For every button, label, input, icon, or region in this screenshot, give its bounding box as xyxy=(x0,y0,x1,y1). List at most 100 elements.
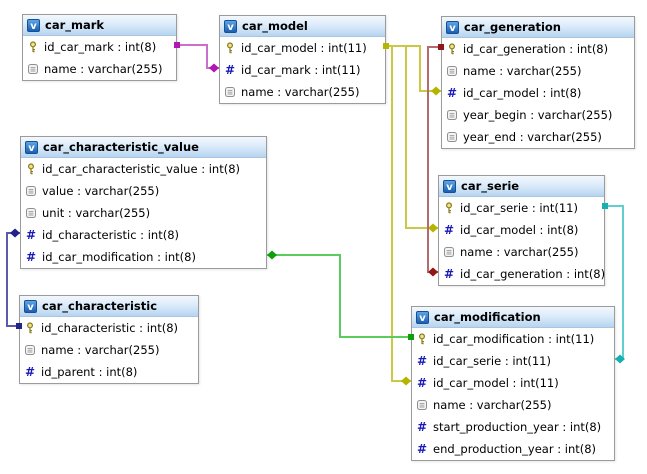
column-icon xyxy=(224,86,236,98)
field-label: end_production_year : int(8) xyxy=(433,442,597,456)
column-icon xyxy=(443,246,455,258)
field-label: name : varchar(255) xyxy=(44,62,163,76)
field-label: name : varchar(255) xyxy=(463,64,582,78)
table-toggle-icon[interactable]: v xyxy=(416,310,429,324)
relation-arrow-diamond xyxy=(10,228,20,238)
field-row[interactable]: # id_parent : int(8) xyxy=(20,361,198,383)
table-title: car_mark xyxy=(45,18,105,32)
primary-key-icon xyxy=(224,42,236,54)
index-field-icon: # xyxy=(446,86,458,100)
table-header[interactable]: v car_mark xyxy=(23,15,176,36)
column-icon xyxy=(446,65,458,77)
field-label: year_begin : varchar(255) xyxy=(463,108,613,122)
field-row[interactable]: id_car_mark : int(8) xyxy=(23,36,176,58)
field-row[interactable]: #id_car_model : int(8) xyxy=(439,219,604,241)
relation-arrow-diamond xyxy=(209,63,219,73)
field-row[interactable]: #id_car_generation : int(8) xyxy=(439,263,606,285)
table-toggle-icon[interactable]: v xyxy=(25,140,38,154)
field-label: id_car_characteristic_value : int(8) xyxy=(42,162,241,176)
index-field-icon: # xyxy=(416,354,428,368)
column-icon xyxy=(25,185,37,197)
field-label: id_car_mark : int(8) xyxy=(44,40,157,54)
field-row[interactable]: id_characteristic : int(8) xyxy=(20,317,198,339)
table-car_mark[interactable]: v car_mark id_car_mark : int(8) name : varc… xyxy=(22,14,177,81)
field-row[interactable]: id_car_serie : int(11) xyxy=(439,197,604,219)
column-icon xyxy=(24,344,36,356)
relation-arrow-diamond xyxy=(428,267,438,277)
field-label: id_car_mark : int(11) xyxy=(241,63,361,77)
table-title: car_modification xyxy=(434,310,541,324)
field-row[interactable]: name : varchar(255) xyxy=(412,394,614,416)
field-label: id_parent : int(8) xyxy=(41,365,138,379)
table-toggle-icon[interactable]: v xyxy=(24,299,37,313)
field-row[interactable]: name : varchar(255) xyxy=(20,339,198,361)
index-field-icon: # xyxy=(24,365,36,379)
index-field-icon: # xyxy=(416,442,428,456)
primary-key-icon xyxy=(446,43,458,55)
table-car_characteristic[interactable]: v car_characteristic id_characteristic : i… xyxy=(19,295,199,384)
field-label: unit : varchar(255) xyxy=(42,206,151,220)
field-row[interactable]: # end_production_year : int(8) xyxy=(412,438,614,460)
field-row[interactable]: name : varchar(255) xyxy=(439,241,604,263)
field-label: start_production_year : int(8) xyxy=(433,420,602,434)
relation-arrow-diamond xyxy=(431,86,441,96)
relation-arrow-diamond xyxy=(615,354,625,364)
field-row[interactable]: unit : varchar(255) xyxy=(21,202,266,224)
table-car_modification[interactable]: v car_modification id_car_modification : i… xyxy=(411,306,615,461)
index-field-icon: # xyxy=(416,420,428,434)
relation-car_model-car_serie xyxy=(405,46,438,233)
relation-arrow-diamond xyxy=(428,223,438,233)
field-row[interactable]: name : varchar(255) xyxy=(23,58,176,80)
field-row[interactable]: id_car_characteristic_value : int(8) xyxy=(21,158,266,180)
table-toggle-icon[interactable]: v xyxy=(27,18,40,32)
field-row[interactable]: id_car_generation : int(8) xyxy=(442,38,634,60)
field-row[interactable]: #id_car_modification : int(8) xyxy=(21,246,266,268)
field-label: id_car_model : int(11) xyxy=(241,41,367,55)
field-row[interactable]: #id_car_serie : int(11) xyxy=(412,350,614,372)
field-row[interactable]: #id_car_mark : int(11) xyxy=(220,59,385,81)
field-row[interactable]: # start_production_year : int(8) xyxy=(412,416,614,438)
relation-arrow-diamond xyxy=(267,250,277,260)
table-toggle-icon[interactable]: v xyxy=(224,19,237,33)
table-toggle-icon[interactable]: v xyxy=(443,179,456,193)
field-row[interactable]: #id_characteristic : int(8) xyxy=(21,224,266,246)
field-row[interactable]: name : varchar(255) xyxy=(442,60,634,82)
field-row[interactable]: name : varchar(255) xyxy=(220,81,385,103)
field-label: id_car_modification : int(11) xyxy=(433,332,595,346)
column-icon xyxy=(446,109,458,121)
table-header[interactable]: v car_characteristic xyxy=(20,296,198,317)
primary-key-icon xyxy=(416,333,428,345)
field-label: name : varchar(255) xyxy=(433,398,552,412)
column-icon xyxy=(416,399,428,411)
index-field-icon: # xyxy=(443,223,455,237)
field-label: name : varchar(255) xyxy=(460,245,579,259)
field-label: id_car_model : int(11) xyxy=(433,376,559,390)
relation-car_mark-car_model xyxy=(174,42,219,73)
primary-key-icon xyxy=(27,41,39,53)
field-row[interactable]: value : varchar(255) xyxy=(21,180,266,202)
field-label: id_car_model : int(8) xyxy=(463,86,582,100)
table-toggle-icon[interactable]: v xyxy=(446,20,459,34)
field-label: id_car_generation : int(8) xyxy=(460,267,606,281)
primary-key-icon xyxy=(24,322,36,334)
field-label: id_car_generation : int(8) xyxy=(463,42,609,56)
field-row[interactable]: #id_car_model : int(11) xyxy=(412,372,614,394)
field-row[interactable]: year_begin : varchar(255) xyxy=(442,104,634,126)
field-row[interactable]: year_end : varchar(255) xyxy=(442,126,634,148)
field-label: value : varchar(255) xyxy=(42,184,160,198)
field-row[interactable]: # id_car_model : int(8) xyxy=(442,82,634,104)
table-title: car_characteristic xyxy=(42,299,158,313)
field-row[interactable]: id_car_model : int(11) xyxy=(220,37,385,59)
field-row[interactable]: id_car_modification : int(11) xyxy=(412,328,614,350)
table-header[interactable]: v car_modification xyxy=(412,307,614,328)
column-icon xyxy=(446,131,458,143)
